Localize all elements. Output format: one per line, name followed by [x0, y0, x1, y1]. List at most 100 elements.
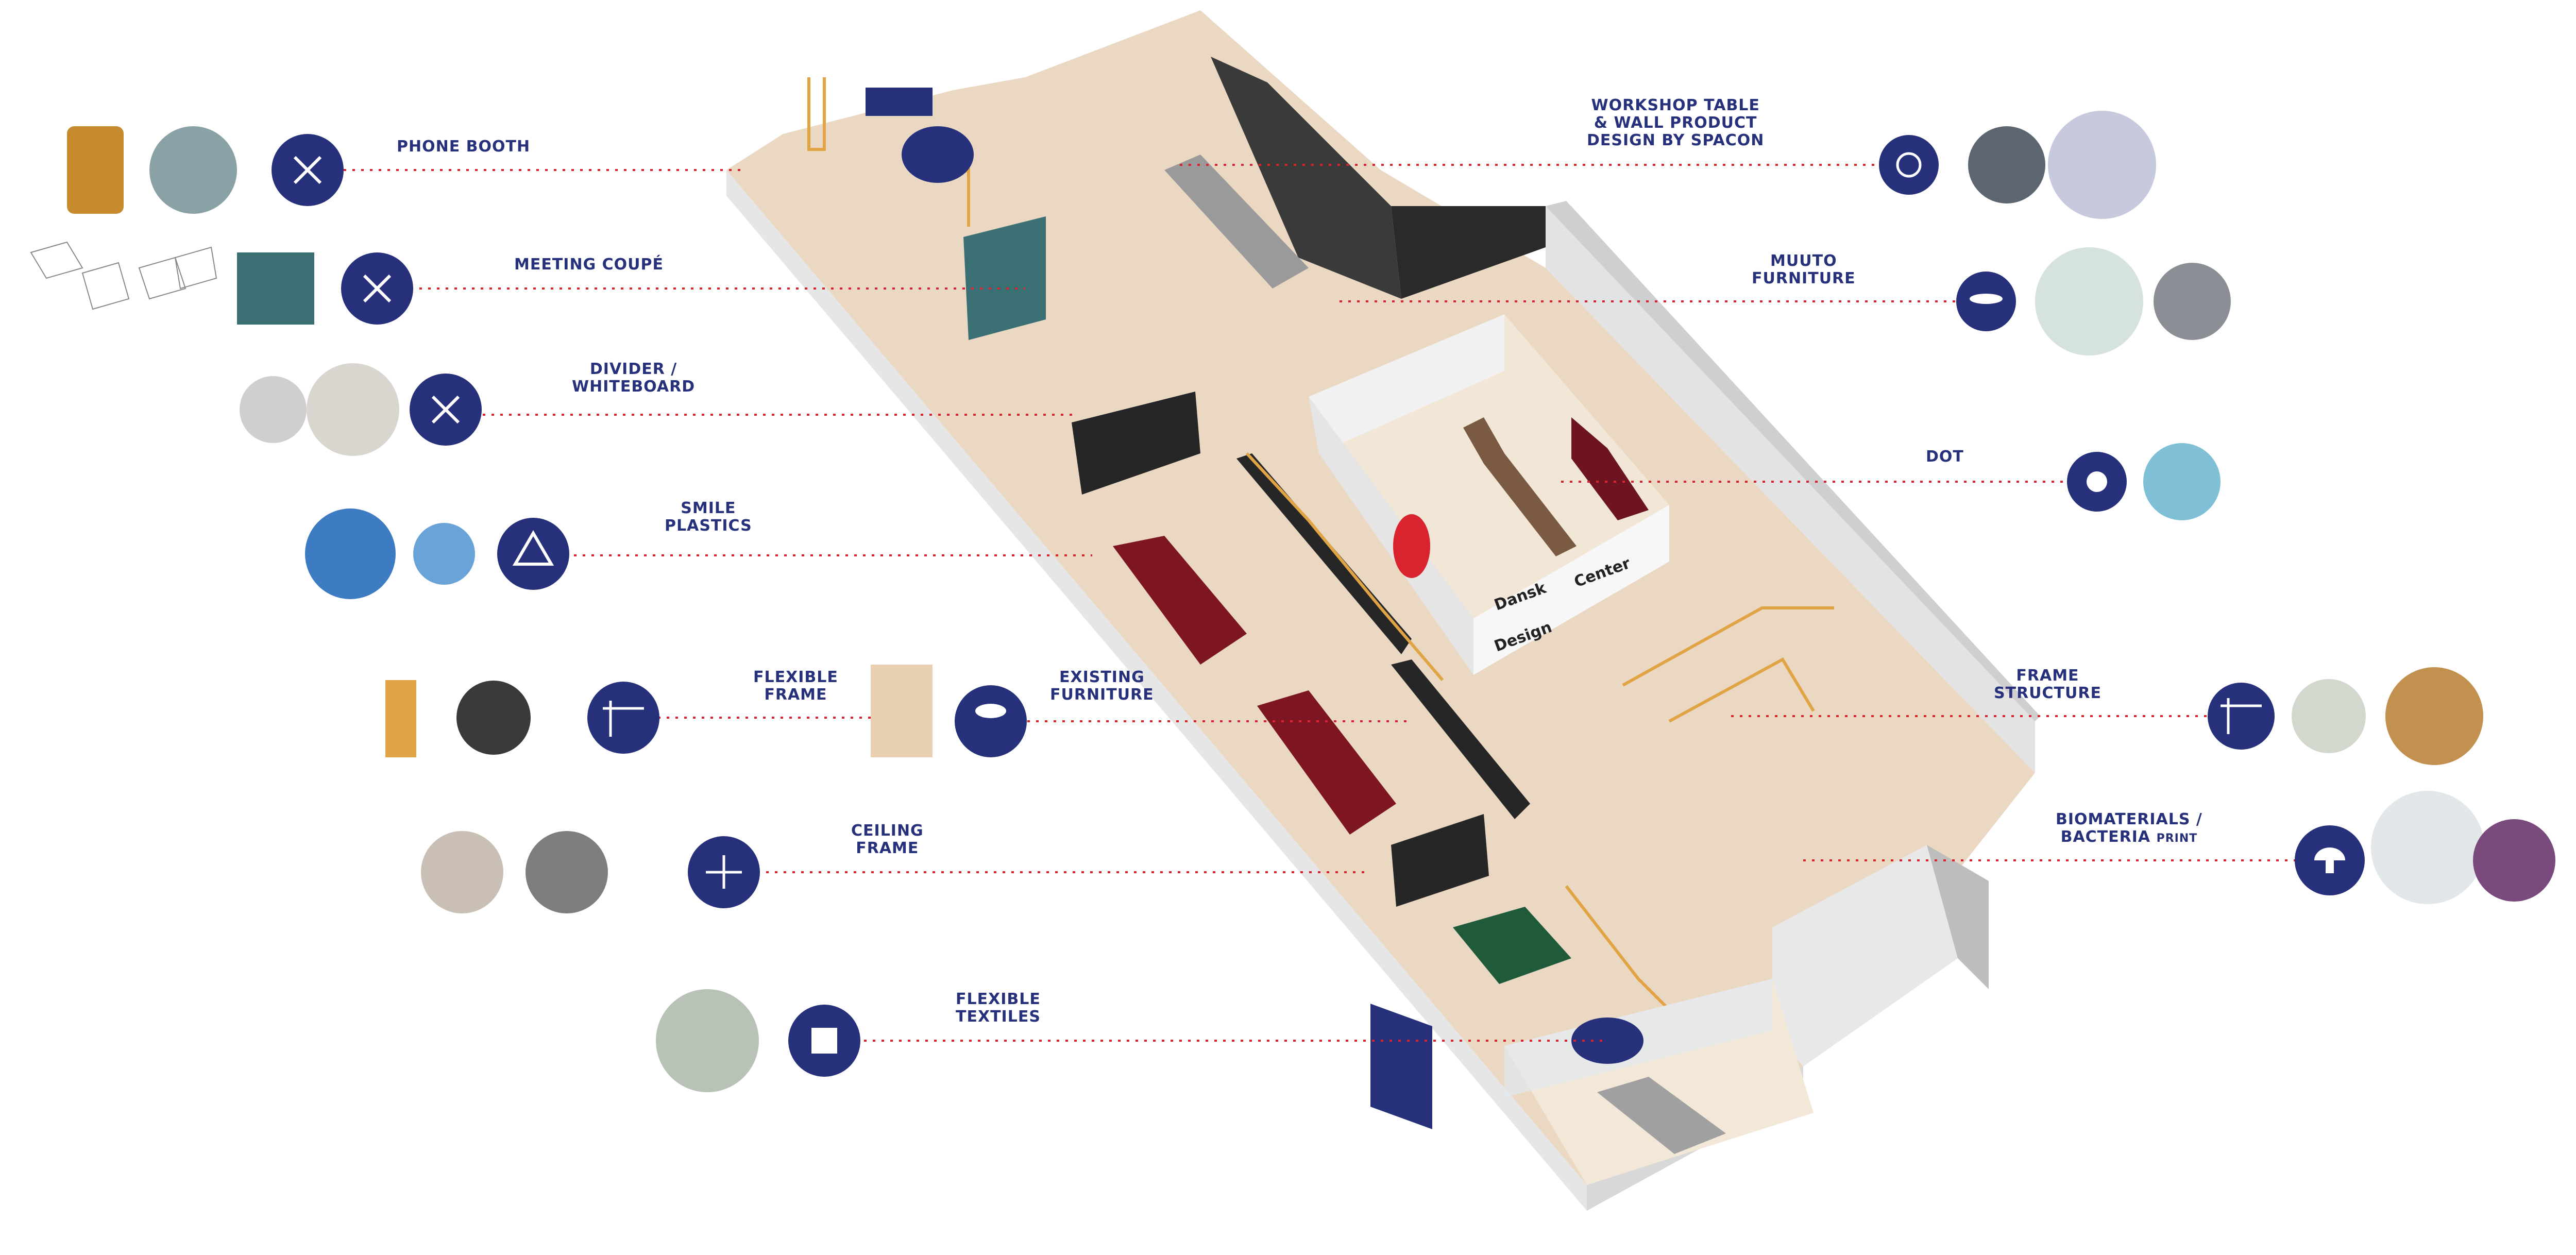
divider-photo-2 [307, 363, 399, 456]
label-muuto-line1: MUUTO [1770, 252, 1837, 270]
recycle-icon [497, 518, 569, 590]
lounge-sofa [866, 88, 933, 116]
black-panels-3 [1391, 659, 1530, 819]
label-textiles-line1: FLEXIBLE [956, 990, 1041, 1008]
label-frame-structure-line1: FRAME [2016, 667, 2079, 685]
lower-right-block-shade [1927, 845, 1989, 989]
right-wall [1546, 206, 2035, 773]
central-room-wall-back [1309, 314, 1504, 453]
lounge-rug [902, 126, 974, 183]
label-divider-line1: DIVIDER / [589, 360, 677, 378]
textiles-photo [656, 989, 759, 1092]
right-wall-top [1546, 201, 2040, 721]
label-divider-line2: WHITEBOARD [572, 378, 696, 396]
frame-structure-photo-1 [2292, 679, 2366, 753]
smile-photo-2 [413, 523, 475, 585]
label-smile-line1: SMILE [681, 499, 736, 517]
label-phone-booth-line1: PHONE BOOTH [397, 138, 531, 156]
navy-oval-rug [1571, 1017, 1643, 1064]
workshop-photo-1 [1968, 126, 2045, 203]
label-existing-line1: EXISTING [1059, 668, 1145, 686]
label-frame-structure-line2: STRUCTURE [1994, 684, 2102, 702]
label-flex-frame-line1: FLEXIBLE [753, 668, 838, 686]
label-bio: BIOMATERIALS / BACTERIA PRINT [2056, 811, 2202, 847]
black-panels-4 [1391, 814, 1489, 907]
label-workshop: WORKSHOP TABLE & WALL PRODUCT DESIGN BY … [1587, 97, 1764, 149]
red-sign [1393, 514, 1430, 578]
black-panels-2 [1236, 453, 1412, 654]
label-frame-structure: FRAME STRUCTURE [1994, 667, 2102, 702]
flexible-frame-icon [587, 682, 659, 754]
label-bio-line1: BIOMATERIALS / [2056, 810, 2202, 828]
label-workshop-line2: & WALL PRODUCT [1594, 114, 1757, 132]
ceiling-photo-2 [526, 831, 608, 913]
flex-frame-photo-2 [456, 681, 531, 755]
meeting-table [1597, 1077, 1726, 1154]
phone-booth-photo-1 [67, 126, 124, 214]
dot-photo [2143, 443, 2221, 520]
meeting-coupe [963, 216, 1046, 340]
meeting-coupe-photo [237, 252, 314, 325]
bio-photo-2 [2473, 819, 2555, 902]
label-existing: EXISTING FURNITURE [1050, 669, 1154, 704]
label-existing-line2: FURNITURE [1050, 686, 1154, 704]
label-flex-frame-line2: FRAME [764, 686, 827, 704]
central-room-wall-left [1309, 397, 1473, 675]
label-ceiling: CEILING FRAME [851, 822, 924, 857]
inner-brown-wall [1463, 417, 1577, 556]
frame-structure-icon [2208, 683, 2275, 750]
label-ceiling-line2: FRAME [856, 839, 919, 857]
lower-right-block [1772, 845, 1958, 1066]
label-muuto-line2: FURNITURE [1752, 269, 1856, 287]
label-textiles-line2: TEXTILES [956, 1008, 1041, 1026]
workshop-icon [1879, 135, 1939, 195]
workstation-red-1 [1113, 536, 1247, 665]
label-flex-frame: FLEXIBLE FRAME [753, 669, 838, 704]
label-muuto: MUUTO FURNITURE [1752, 252, 1856, 287]
central-room-wall-right [1473, 505, 1669, 675]
outer-wall-left [726, 170, 1587, 1211]
ceiling-photo-1 [421, 831, 503, 913]
phone-booth-photo-2 [149, 126, 237, 214]
flex-frame-photo-1 [385, 680, 416, 757]
right-items [1879, 111, 2555, 904]
label-ceiling-line1: CEILING [851, 822, 924, 840]
black-panels-1 [1072, 392, 1200, 495]
meeting-coupe-sketches [30, 241, 217, 310]
floor [726, 10, 2035, 1185]
workshop-table [1164, 155, 1309, 289]
dark-wall [1391, 206, 1546, 299]
label-meeting-coupe-line1: MEETING COUPÉ [514, 256, 664, 274]
bio-photo-1 [2371, 791, 2484, 904]
workstation-red-2 [1257, 690, 1396, 835]
divider-photo-1 [240, 376, 307, 443]
label-workshop-line3: DESIGN BY SPACON [1587, 131, 1765, 149]
inner-red-curtain [1571, 417, 1649, 520]
muuto-photo-1 [2035, 247, 2143, 355]
label-dot: DOT [1926, 448, 1964, 466]
label-smile-line2: PLASTICS [665, 517, 752, 535]
label-phone-booth: PHONE BOOTH [397, 138, 530, 156]
label-dot-line1: DOT [1926, 448, 1964, 466]
label-smile: SMILE PLASTICS [665, 500, 752, 535]
label-bio-print: PRINT [2156, 832, 2198, 845]
label-meeting-coupe: MEETING COUPÉ [514, 256, 664, 274]
label-textiles: FLEXIBLE TEXTILES [956, 991, 1041, 1026]
workshop-photo-2 [2048, 111, 2156, 219]
label-divider: DIVIDER / WHITEBOARD [572, 361, 695, 396]
navy-panel [1370, 1004, 1432, 1129]
label-bio-bacteria: BACTERIA [2060, 828, 2151, 846]
floor-plan: Dansk Design Center [726, 10, 2040, 1211]
existing-furniture-photo [871, 665, 933, 757]
label-bio-line2: BACTERIA PRINT [2056, 828, 2202, 847]
frame-structure-photo-2 [2385, 667, 2483, 765]
smile-photo-1 [305, 508, 396, 599]
left-items [30, 126, 1027, 1092]
upper-back-wall [1211, 57, 1401, 299]
leader-lines [335, 164, 2298, 1042]
pingpong-table [1453, 907, 1571, 984]
chair-icon [955, 685, 1027, 757]
label-workshop-line1: WORKSHOP TABLE [1591, 96, 1760, 114]
muuto-photo-2 [2154, 263, 2231, 340]
